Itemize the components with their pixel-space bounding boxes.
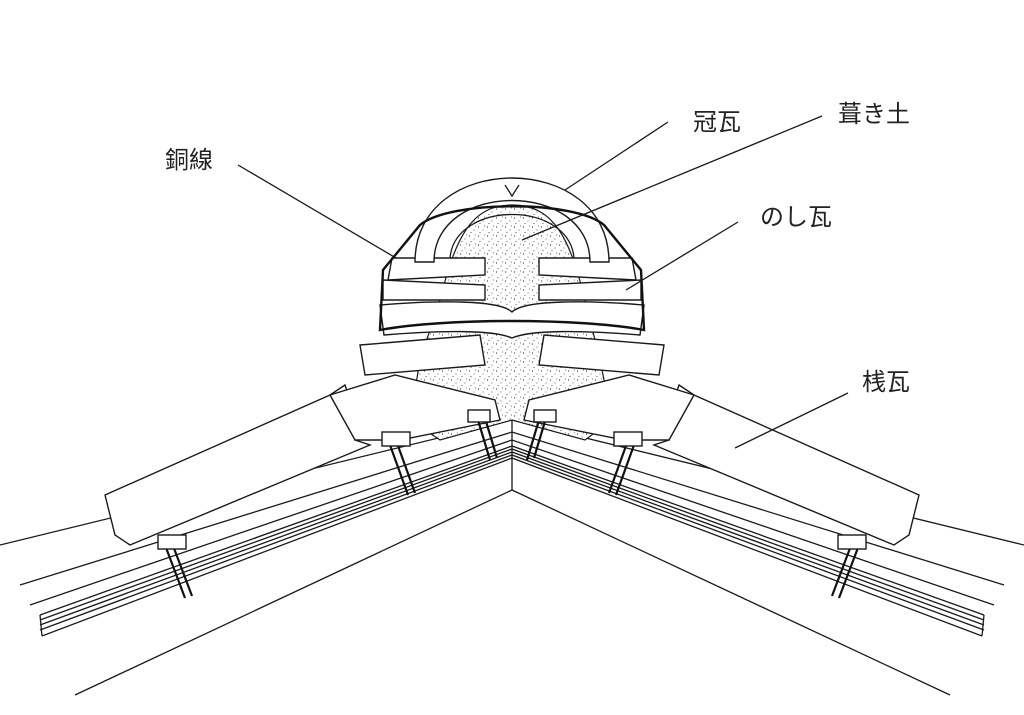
roof-structure <box>0 419 1024 696</box>
san-gawara-ridge-right <box>523 374 696 441</box>
san-gawara-ridge-left <box>328 374 501 441</box>
roof-board-line-2 <box>19 431 1005 586</box>
noshi-gawara-right-1 <box>538 257 637 281</box>
leader-dousen <box>237 164 397 259</box>
underlayment-layers <box>39 445 985 637</box>
rafter-bottom-line <box>74 489 951 696</box>
label-noshi-gawara: のし瓦 <box>760 203 832 231</box>
battens <box>157 409 867 550</box>
nails <box>163 417 861 599</box>
leader-noshi <box>625 221 739 291</box>
label-kanmuri-gawara: 冠瓦 <box>693 108 741 136</box>
leader-lines <box>237 115 849 449</box>
leader-fuki-tsuchi <box>521 115 823 241</box>
leader-kanmuri <box>564 121 669 191</box>
copper-wire-tie <box>504 184 520 198</box>
noshi-gawara-left-1 <box>387 257 486 281</box>
noshi-gawara-left-4 <box>359 334 486 376</box>
roof-board-line-3 <box>29 439 995 606</box>
dousen-copper-wire <box>378 205 646 332</box>
san-gawara-tiles <box>104 374 920 546</box>
label-dousen: 銅線 <box>165 146 213 174</box>
label-fuki-tsuchi: 葺き土 <box>838 100 910 128</box>
noshi-gawara-right-4 <box>538 334 665 376</box>
cap-inner-line <box>449 213 575 259</box>
leader-san-gawara <box>734 392 849 449</box>
label-san-gawara: 桟瓦 <box>862 368 910 396</box>
